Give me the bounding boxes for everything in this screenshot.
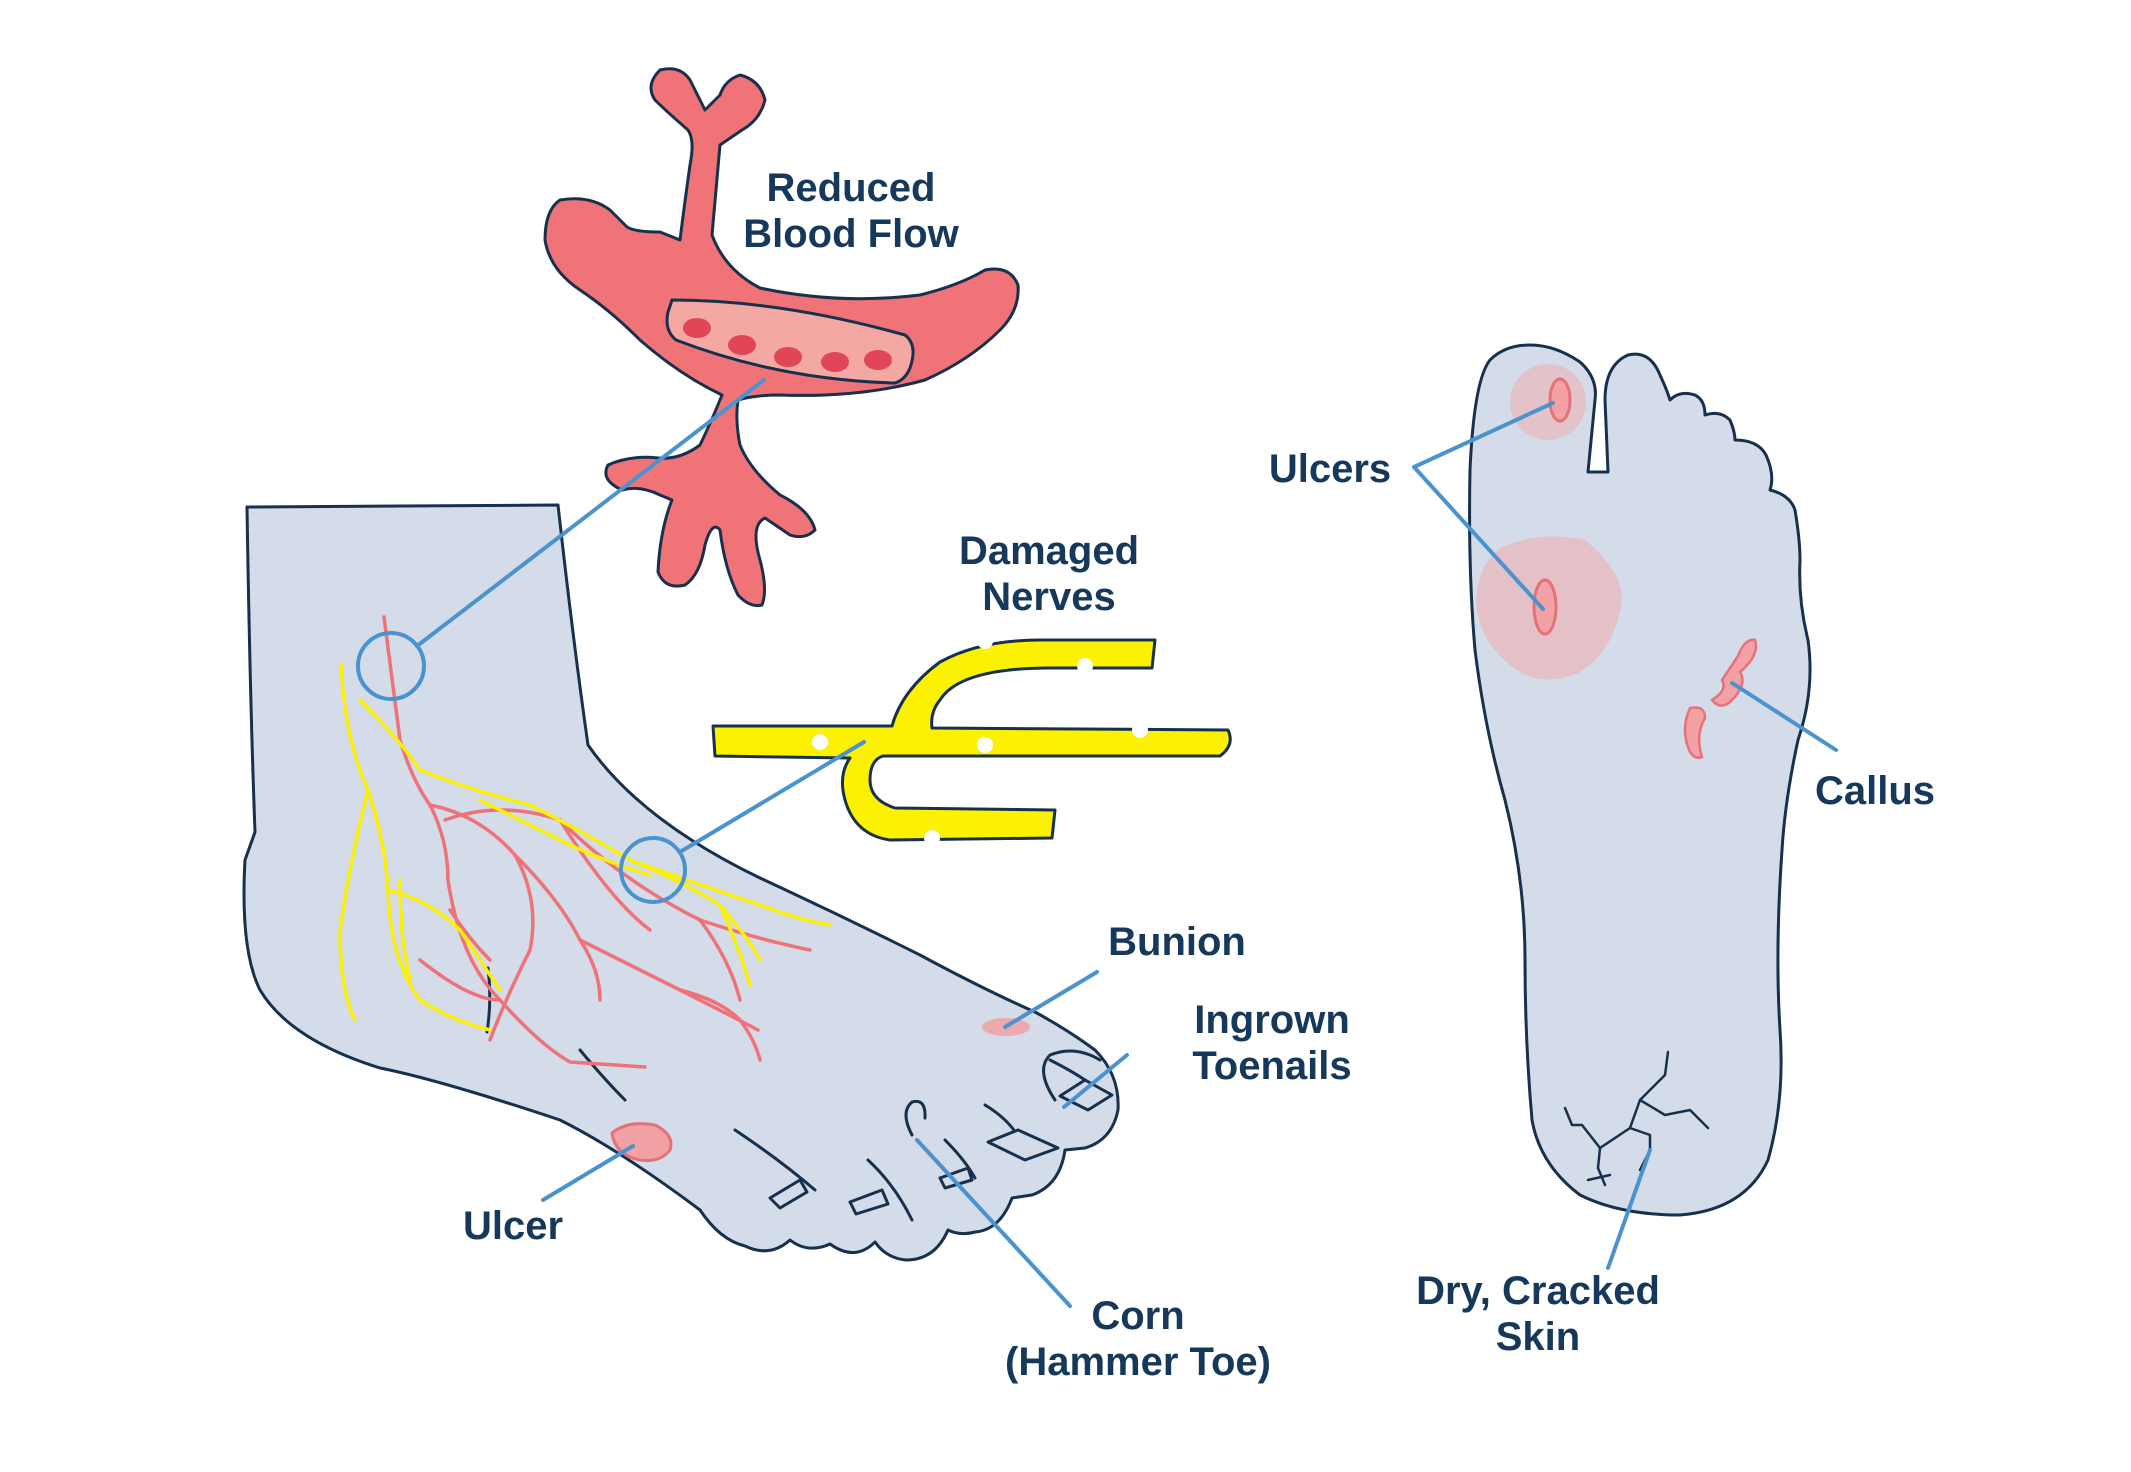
label-corn-hammer-toe: Corn (Hammer Toe) [1005, 1294, 1271, 1384]
heel-cracks [1563, 1050, 1710, 1187]
corn-pointer [915, 1138, 1072, 1308]
callus-lesion [1683, 638, 1758, 760]
hammer-toe-curl [904, 1099, 927, 1137]
forefoot-ulcer [1532, 578, 1558, 636]
label-reduced-blood-flow: Reduced Blood Flow [743, 166, 959, 256]
label-dry-cracked-skin: Dry, Cracked Skin [1416, 1269, 1660, 1359]
nerve-circle [619, 836, 687, 904]
nerve-damage-gaps [812, 633, 1148, 846]
nerve-shape [711, 638, 1232, 842]
ulcers-pointer-toe [1412, 401, 1555, 469]
label-damaged-nerves: Damaged Nerves [958, 529, 1140, 619]
label-bunion: Bunion [1108, 920, 1246, 964]
yellow-nerves [338, 662, 832, 1032]
blood-cells [683, 318, 892, 372]
red-veins [382, 615, 812, 1069]
blood-flow-circle [356, 631, 426, 701]
nerve-pointer [678, 740, 866, 854]
ulcer-pointer [541, 1144, 635, 1202]
label-ulcers: Ulcers [1268, 447, 1392, 491]
vessel-cutaway [665, 298, 915, 385]
bottom-view-foot [1468, 343, 1812, 1217]
blood-flow-pointer [415, 378, 766, 648]
callus-pointer [1730, 681, 1838, 752]
dry-skin-pointer [1606, 1148, 1652, 1270]
nerve-closeup [711, 633, 1232, 846]
bunion-pointer [1003, 970, 1099, 1029]
sole-outline [1468, 343, 1812, 1217]
toenails [768, 1078, 1114, 1216]
callout-pointers [356, 378, 1838, 1308]
ulcers-pointer-forefoot [1412, 465, 1545, 611]
blood-vessel [543, 67, 1020, 607]
toe-ulcer [1548, 377, 1572, 423]
toe-ulcer-glow [1510, 364, 1586, 440]
ingrown-pointer [1062, 1053, 1129, 1109]
label-callus: Callus [1814, 769, 1936, 813]
label-ulcer: Ulcer [462, 1204, 564, 1248]
label-ingrown-toenails: Ingrown Toenails [1192, 998, 1352, 1088]
